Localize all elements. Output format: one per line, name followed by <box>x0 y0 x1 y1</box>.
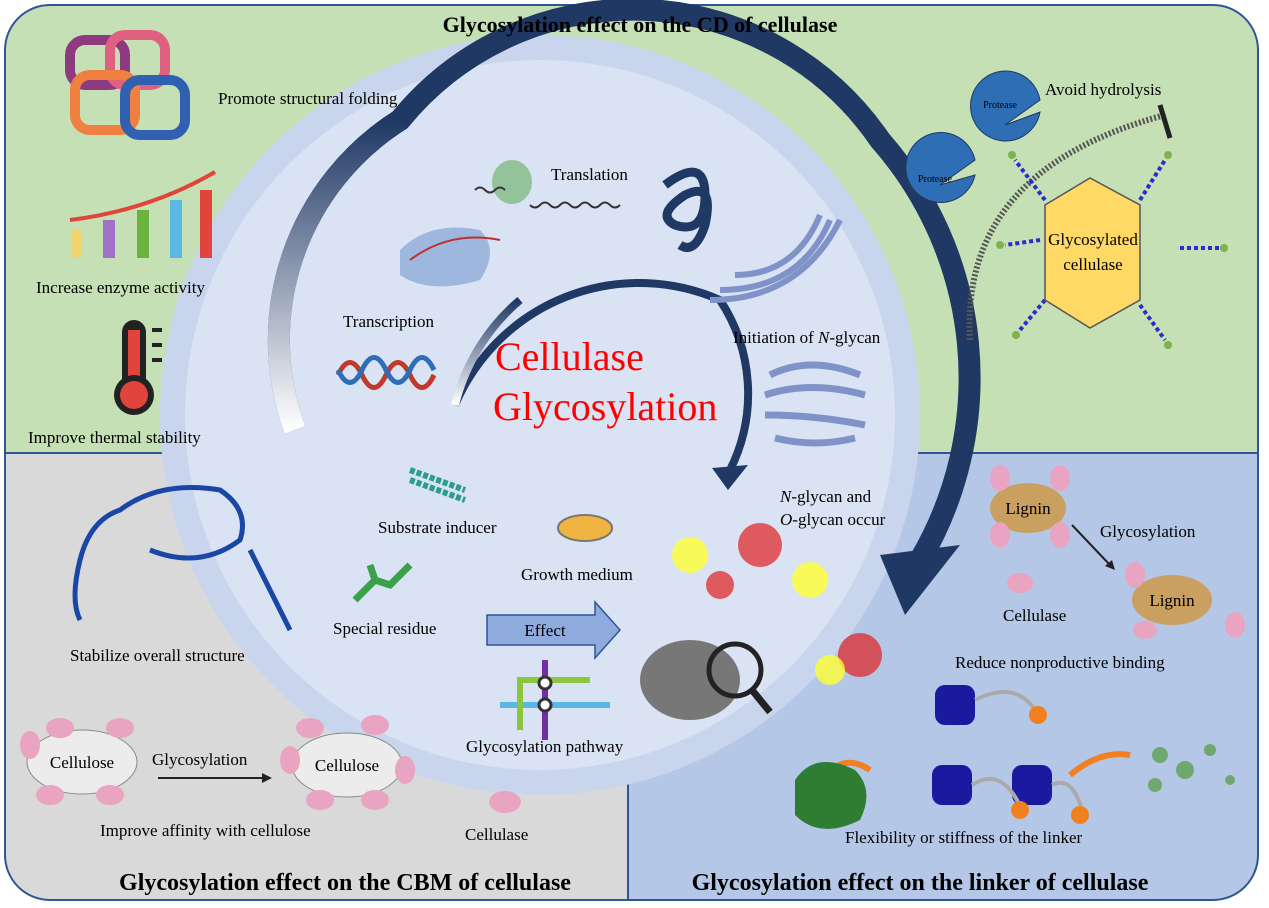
stabilize-label: Stabilize overall structure <box>70 646 245 665</box>
arrowhead-icon <box>880 545 960 615</box>
avoid-label: Avoid hydrolysis <box>1045 80 1161 99</box>
special-residue-icon <box>352 562 413 603</box>
svg-text:Lignin: Lignin <box>1005 499 1051 518</box>
protease-icon: Protease <box>970 70 1041 142</box>
folded-protein-icon <box>662 167 712 252</box>
initiation-label: Initiation of N-glycan <box>733 328 881 347</box>
pathway-label: Glycosylation pathway <box>466 737 624 756</box>
glycan-occur-line1: N-glycan and <box>779 487 872 506</box>
svg-text:cellulase: cellulase <box>1063 255 1122 274</box>
svg-text:Effect: Effect <box>524 621 565 640</box>
lignin-icon: Lignin <box>1125 562 1245 639</box>
linker-enzymes-icon <box>795 685 1235 829</box>
linker-glycosylation-label: Glycosylation <box>1100 522 1196 541</box>
protease-icon: Protease <box>905 132 976 203</box>
transcription-label: Transcription <box>343 312 434 331</box>
effect-arrow: Effect <box>486 600 622 660</box>
linker-title: Glycosylation effect on the linker of ce… <box>692 870 1149 896</box>
center-title-line2: Glycosylation <box>493 384 717 429</box>
svg-text:Cellulose: Cellulose <box>315 756 379 775</box>
mrna-icon <box>474 186 621 209</box>
substrate-inducer-icon <box>408 467 467 503</box>
linker-arrow <box>1071 524 1111 566</box>
promote-label: Promote structural folding <box>218 89 398 108</box>
pathway-icon <box>500 660 610 740</box>
svg-text:Protease: Protease <box>918 174 952 185</box>
protein-fold-icon <box>65 30 190 140</box>
dna-helix-icon <box>335 355 437 390</box>
thermal-label: Improve thermal stability <box>28 428 201 447</box>
rna-polymerase-icon <box>400 227 501 287</box>
inner-arrowhead-icon <box>712 465 748 490</box>
bar-chart-icon <box>69 170 217 258</box>
substrate-label: Substrate inducer <box>378 518 497 537</box>
lignin-icon: Lignin <box>990 465 1070 548</box>
glycan-molecules-icon <box>672 523 882 685</box>
growth-label: Growth medium <box>521 565 633 584</box>
er-icon <box>709 213 843 303</box>
flex-label: Flexibility or stiffness of the linker <box>845 828 1083 847</box>
cbm-cellulase-label: Cellulase <box>465 825 528 844</box>
golgi-icon <box>763 361 866 447</box>
glycosylated-cellulose-icon: Cellulose <box>280 715 415 810</box>
cbm-title: Glycosylation effect on the CBM of cellu… <box>119 870 571 896</box>
activity-label: Increase enzyme activity <box>36 278 205 297</box>
svg-text:Lignin: Lignin <box>1149 591 1195 610</box>
cbm-glycosylation-label: Glycosylation <box>152 750 248 769</box>
svg-text:Cellulose: Cellulose <box>50 753 114 772</box>
cbm-structure-icon <box>72 485 293 632</box>
inner-arrow <box>451 278 753 472</box>
translation-label: Translation <box>551 165 628 184</box>
linker-cellulase-label: Cellulase <box>1003 606 1066 625</box>
glycan-occur-line2: O-glycan occur <box>780 510 886 529</box>
cellulase-icon <box>489 791 521 813</box>
svg-text:Glycosylated: Glycosylated <box>1048 230 1138 249</box>
cellulose-icon: Cellulose <box>20 718 138 805</box>
petri-dish-icon <box>557 514 613 542</box>
svg-text:Protease: Protease <box>983 100 1017 111</box>
protein-magnifier-icon <box>640 640 773 720</box>
cellulase-icon <box>1007 573 1033 593</box>
ribosome-icon <box>492 160 532 204</box>
center-title-line1: Cellulase <box>495 334 644 379</box>
special-label: Special residue <box>333 619 436 638</box>
affinity-label: Improve affinity with cellulose <box>100 821 311 840</box>
reduce-label: Reduce nonproductive binding <box>955 653 1165 672</box>
glycosylated-cellulase-hexagon: Glycosylated cellulase <box>996 151 1228 349</box>
cd-title: Glycosylation effect on the CD of cellul… <box>443 12 838 37</box>
thermometer-icon <box>114 320 162 415</box>
